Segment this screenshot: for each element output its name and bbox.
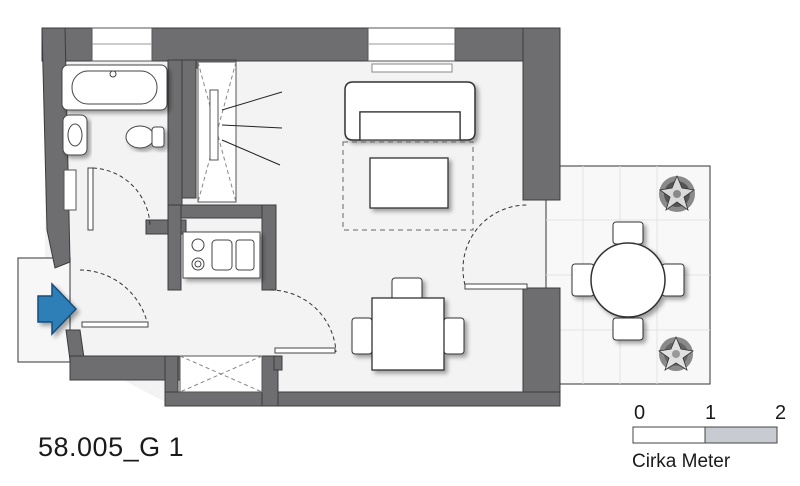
plant-icon [658, 174, 696, 212]
plan-id-label: 58.005_G 1 [38, 432, 185, 462]
washbasin [62, 114, 88, 156]
storage-closet [179, 355, 263, 393]
bathtub [61, 64, 168, 111]
toilet [125, 125, 165, 149]
terrace-door [462, 204, 529, 290]
scale-bar [632, 426, 778, 444]
scale-tick-0: 0 [634, 402, 646, 424]
sofa [344, 81, 476, 141]
plant-icon [657, 335, 695, 371]
hall-door [269, 289, 337, 354]
scale-tick-2: 2 [775, 402, 787, 424]
balcony-table [571, 221, 685, 341]
scale-tick-1: 1 [705, 402, 717, 424]
wardrobe-shaft [197, 61, 283, 203]
rug [342, 141, 474, 231]
entry-arrow-icon [37, 282, 78, 336]
scale-caption: Cirka Meter [632, 451, 731, 472]
dining-table [351, 277, 465, 371]
kitchenette [182, 231, 261, 279]
entry-door [79, 269, 149, 328]
coffee-table [369, 157, 449, 209]
bathroom-door [63, 167, 151, 231]
